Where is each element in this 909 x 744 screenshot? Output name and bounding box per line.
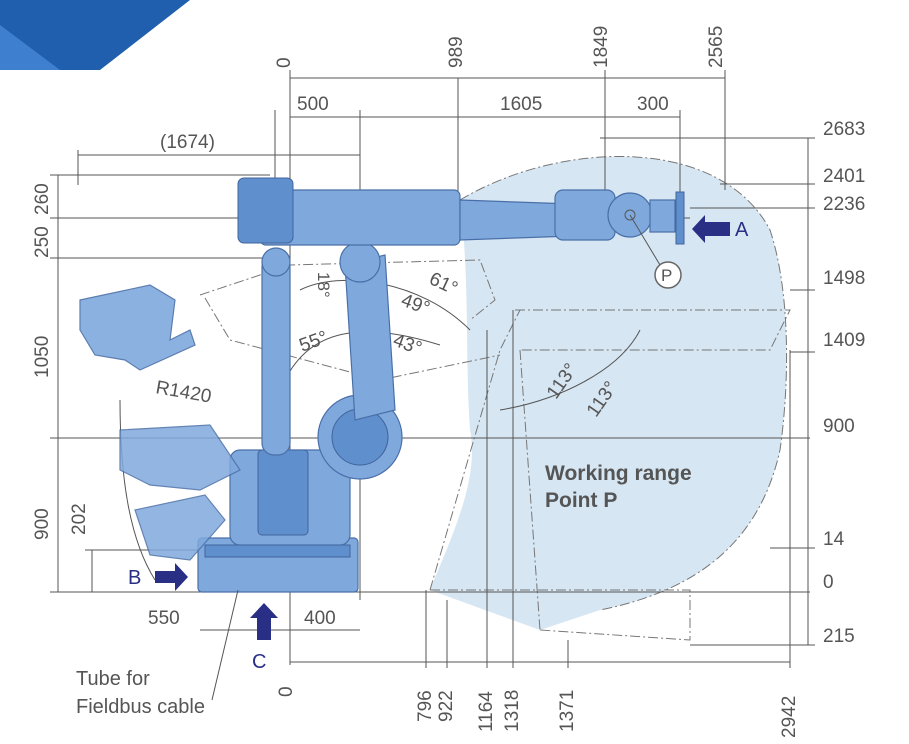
top-dim-2565: 2565 <box>706 26 727 68</box>
bottom-dim-796: 796 <box>415 690 436 722</box>
bottom-dim-922: 922 <box>436 690 457 722</box>
angle-61: 61° <box>426 268 461 299</box>
right-dim-14: 14 <box>823 529 845 550</box>
working-range-area <box>430 156 787 631</box>
arrow-b <box>155 563 188 591</box>
top-dim-500: 500 <box>297 94 329 115</box>
angle-55: 55° <box>297 327 331 357</box>
label-a: A <box>735 219 749 241</box>
tube-caption-line1: Tube for <box>76 668 150 690</box>
bottom-dimension-lines <box>200 310 791 668</box>
right-dim-215: 215 <box>823 626 855 647</box>
right-dim-900: 900 <box>823 416 855 437</box>
bottom-dim-1371: 1371 <box>557 690 578 732</box>
radius-label: R1420 <box>154 377 213 407</box>
right-dim-2236: 2236 <box>823 194 865 215</box>
top-dim-0: 0 <box>274 57 295 68</box>
bottom-dim-400: 400 <box>304 608 336 629</box>
working-range-line2: Point P <box>545 489 617 512</box>
bottom-dim-0: 0 <box>276 686 297 697</box>
point-p-label: P <box>661 266 672 285</box>
label-c: C <box>252 651 266 673</box>
left-dim-1050: 1050 <box>32 336 53 378</box>
bottom-dim-550: 550 <box>148 608 180 629</box>
tube-caption-line2: Fieldbus cable <box>76 696 205 718</box>
top-dim-1849: 1849 <box>591 26 612 68</box>
point-p-circle <box>654 261 682 289</box>
right-dim-1409: 1409 <box>823 330 865 351</box>
corner-banner <box>0 0 190 70</box>
left-dim-202: 202 <box>69 503 90 535</box>
top-dimension-lines <box>78 77 725 156</box>
bottom-dim-1318: 1318 <box>502 690 523 732</box>
left-dim-900: 900 <box>32 508 53 540</box>
label-b: B <box>128 567 141 589</box>
angle-49: 49° <box>398 290 432 320</box>
bottom-dim-2942: 2942 <box>779 696 800 738</box>
top-dim-989: 989 <box>446 36 467 68</box>
angle-18: 18° <box>314 272 333 298</box>
bottom-dim-1164: 1164 <box>476 691 497 732</box>
angle-arc-lower <box>284 331 441 381</box>
top-dim-1674: (1674) <box>160 132 215 153</box>
arrow-c <box>250 603 278 640</box>
right-dim-2401: 2401 <box>823 166 865 187</box>
tube-leader-line <box>211 589 239 701</box>
point-p-marker <box>624 209 636 221</box>
left-dim-260: 260 <box>32 183 53 215</box>
right-dim-1498: 1498 <box>823 268 865 289</box>
left-dim-250: 250 <box>32 226 53 258</box>
right-dim-2683: 2683 <box>823 119 865 140</box>
angle-43: 43° <box>390 330 424 360</box>
reach-arc <box>119 399 156 581</box>
top-dim-300: 300 <box>637 94 669 115</box>
right-dimension-lines <box>600 137 815 646</box>
arrow-a <box>692 215 730 243</box>
robot-body <box>79 177 685 593</box>
working-range-line1: Working range <box>545 462 692 485</box>
top-dim-1605: 1605 <box>500 94 542 115</box>
left-dimension-lines <box>50 174 270 592</box>
corner-banner-stripe <box>0 25 60 70</box>
right-dim-0: 0 <box>823 572 834 593</box>
angle-arc-right <box>499 329 641 411</box>
